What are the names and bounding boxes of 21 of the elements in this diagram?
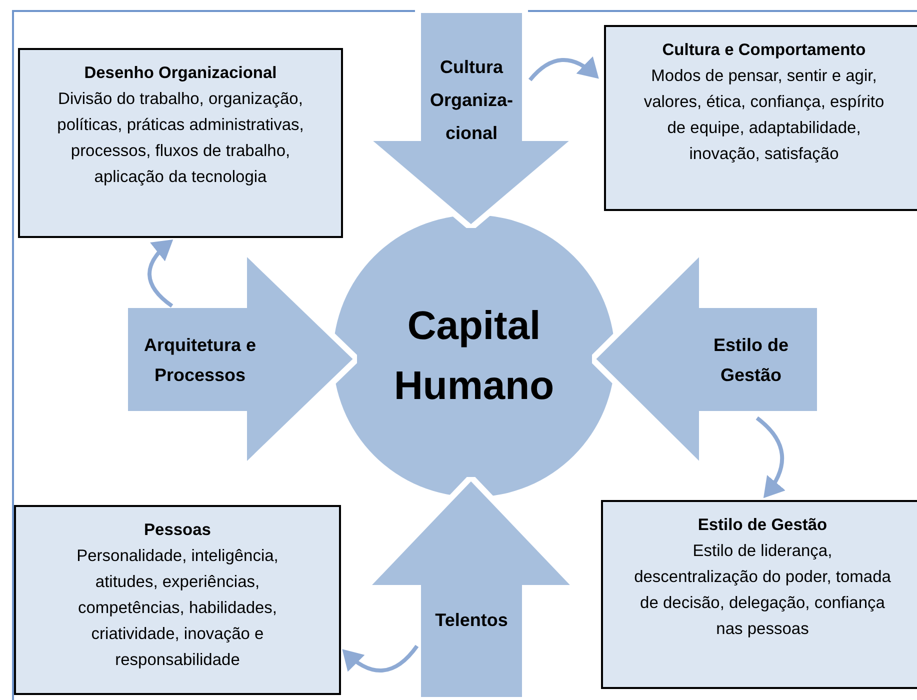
arrow-label: Estilo de Gestão — [712, 334, 790, 386]
arrow-label: Telentos — [435, 608, 508, 632]
curved-arrow — [342, 644, 419, 672]
curved-arrow — [148, 239, 174, 308]
box-title: Cultura e Comportamento — [662, 40, 866, 61]
arrow-label: Cultura Organiza- cional — [428, 56, 514, 144]
text-box — [604, 25, 917, 211]
text-box — [14, 505, 341, 695]
box-title: Desenho Organizacional — [84, 63, 277, 84]
central-title: Capital Humano — [393, 303, 555, 410]
text-box — [18, 48, 343, 238]
text-box — [601, 500, 917, 689]
box-description: Personalidade, inteligência, atitudes, experiências, competências, habilidades, criatividade, inovação e responsabilidade — [76, 546, 280, 671]
arrow-label: Arquitetura e Processos — [142, 334, 258, 386]
box-description: Estilo de liderança, descentralização do poder, tomada de decisão, delegação, confiança nas pessoas — [633, 541, 892, 640]
box-description: Modos de pensar, sentir e agir, valores, ética, confiança, espírito de equipe, adaptabilidade, inovação, satisfação — [642, 66, 886, 165]
curved-arrow — [528, 56, 599, 82]
curved-arrow — [756, 416, 786, 498]
box-title: Estilo de Gestão — [698, 515, 828, 536]
box-title: Pessoas — [144, 520, 211, 541]
box-description: Divisão do trabalho, organização, políticas, práticas administrativas, processos, fluxos de trabalho, aplicação da tecnologia — [56, 89, 305, 188]
